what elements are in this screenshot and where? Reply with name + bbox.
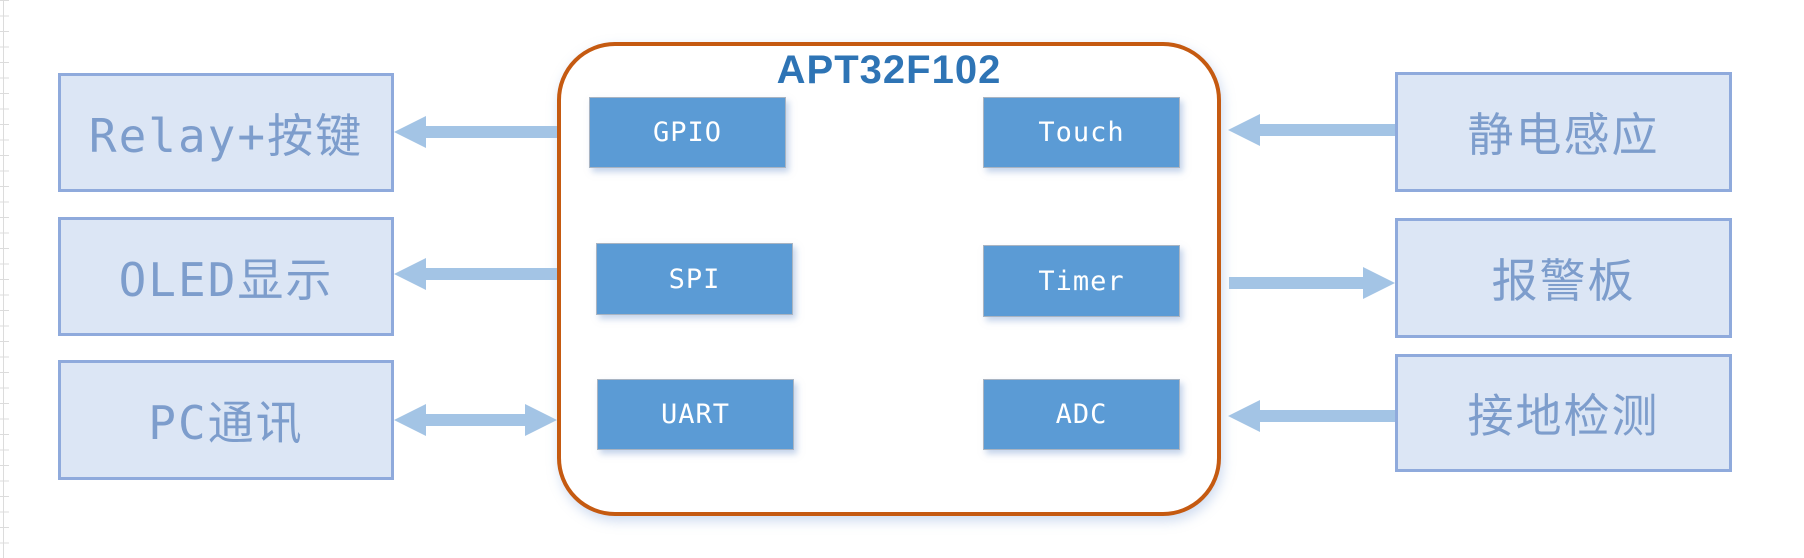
peripheral-block-uart: UART: [597, 379, 794, 450]
module-label-relay-keys: Relay+按键: [88, 108, 364, 163]
module-box-alarm-board: 报警板: [1395, 218, 1732, 338]
arrow-gpio-to-relay-icon: [394, 116, 557, 148]
peripheral-label-gpio: GPIO: [652, 117, 723, 148]
peripheral-block-spi: SPI: [596, 243, 793, 315]
peripheral-label-timer: Timer: [1038, 265, 1125, 297]
arrow-timer-to-alarm-icon: [1229, 267, 1395, 299]
peripheral-label-touch: Touch: [1038, 117, 1125, 148]
module-label-ground-check: 接地检测: [1467, 389, 1660, 443]
spreadsheet-row-ticks: [0, 0, 9, 558]
peripheral-label-adc: ADC: [1055, 399, 1108, 430]
arrow-spi-to-oled-icon: [394, 258, 557, 290]
peripheral-block-gpio: GPIO: [589, 97, 786, 168]
module-box-oled: OLED显示: [58, 217, 394, 336]
module-box-pc-comm: PC通讯: [58, 360, 394, 480]
peripheral-label-spi: SPI: [668, 263, 721, 295]
module-label-pc-comm: PC通讯: [148, 396, 304, 450]
peripheral-label-uart: UART: [660, 399, 731, 430]
module-label-oled: OLED显示: [118, 252, 334, 307]
module-box-esd-sense: 静电感应: [1395, 72, 1732, 192]
module-box-ground-check: 接地检测: [1395, 354, 1732, 472]
module-label-alarm-board: 报警板: [1491, 254, 1636, 308]
peripheral-block-touch: Touch: [983, 97, 1180, 168]
spreadsheet-gridline: [3, 0, 4, 558]
peripheral-block-timer: Timer: [983, 245, 1180, 317]
chip-title: APT32F102: [776, 48, 1002, 92]
arrow-uart-pc-bidirectional-icon: [394, 404, 557, 436]
peripheral-block-adc: ADC: [983, 379, 1180, 450]
module-label-esd-sense: 静电感应: [1467, 108, 1660, 162]
arrow-esd-to-touch-icon: [1228, 114, 1395, 146]
module-box-relay-keys: Relay+按键: [58, 73, 394, 192]
arrow-ground-to-adc-icon: [1228, 400, 1395, 432]
